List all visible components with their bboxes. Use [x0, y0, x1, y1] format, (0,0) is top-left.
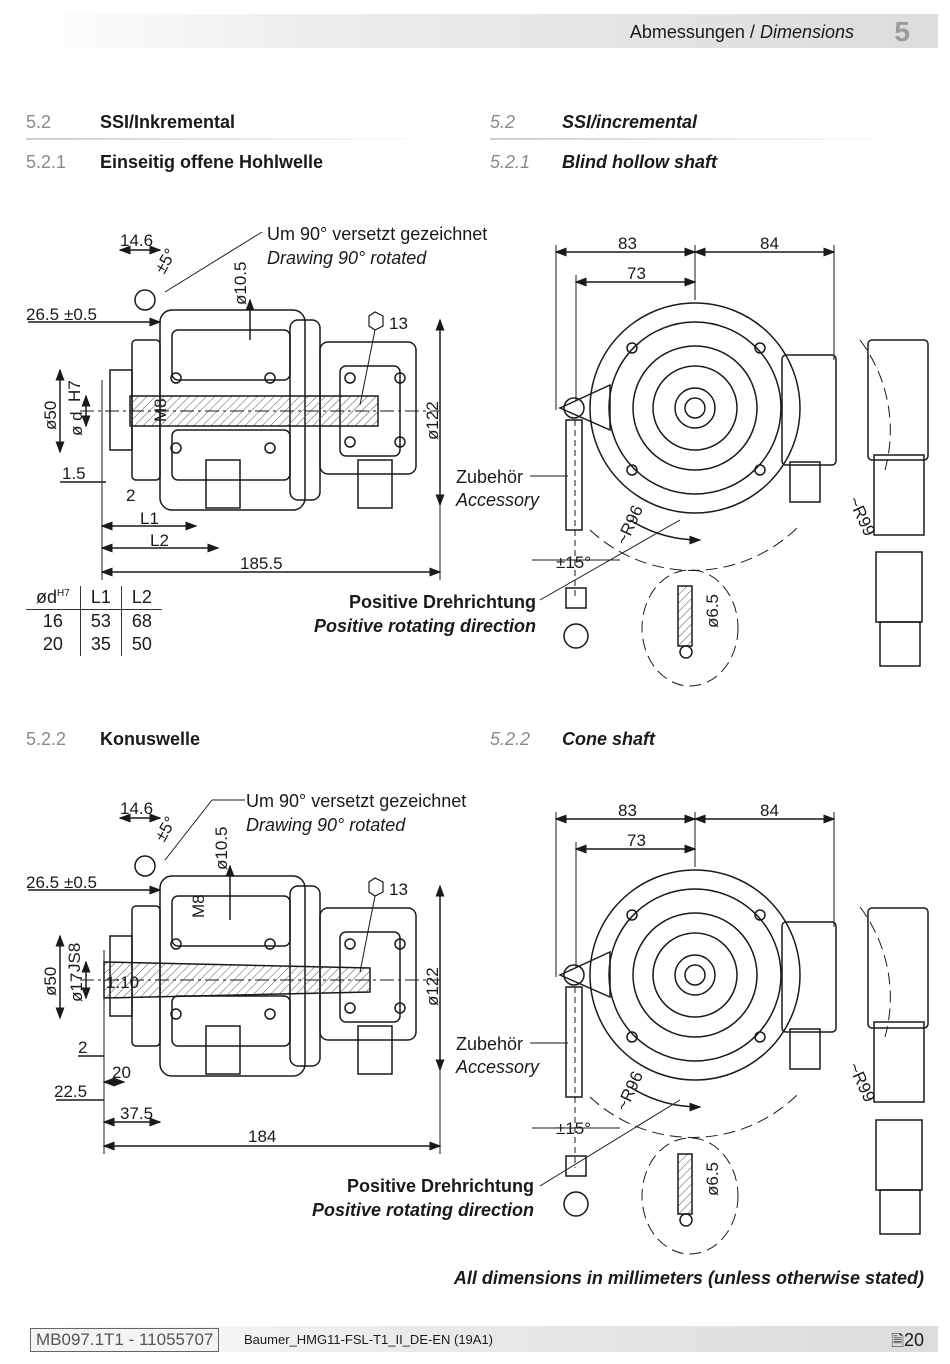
table-row: 16 53 68 [26, 609, 162, 633]
table-cell: 35 [79, 633, 122, 656]
subsection-number: 5.2.1 [490, 152, 531, 172]
dim-label: L1 [140, 509, 159, 528]
rotation-label-de: Positive Drehrichtung [347, 1176, 534, 1196]
accessory-label-de: Zubehör [456, 1034, 523, 1054]
drawing-note-en: Drawing 90° rotated [267, 248, 427, 268]
table-cell: 50 [120, 633, 162, 656]
dim-label: 185.5 [240, 554, 283, 573]
rotation-label-de: Positive Drehrichtung [349, 592, 536, 612]
dim-label: 26.5 [26, 873, 59, 892]
dim-label: 83 [618, 801, 637, 820]
dim-label: ø17 [67, 973, 86, 1002]
dim-tolerance: ±0.5 [64, 305, 97, 324]
drawing-note-de: Um 90° versetzt gezeichnet [267, 224, 487, 244]
dim-label: 14.6 [120, 231, 153, 250]
dim-label: ø122 [423, 401, 442, 440]
dim-label: 84 [760, 234, 779, 253]
page-header: Abmessungen / Dimensions 5 [20, 14, 938, 48]
subsection-number: 5.2.2 [490, 729, 531, 749]
accessory-label-en: Accessory [455, 1057, 540, 1077]
table-cell: 53 [79, 609, 122, 633]
dim-label: ø10.5 [231, 262, 250, 305]
dim-label: 83 [618, 234, 637, 253]
page-icon: 🗎 [891, 1333, 904, 1350]
section-title-de: SSI/Inkremental [100, 112, 236, 132]
subsection-number: 5.2.2 [26, 729, 67, 749]
dim-label: 1:10 [106, 973, 139, 992]
subsection-title-en: Cone shaft [562, 729, 656, 749]
dim-label: ø10.5 [212, 827, 231, 870]
dim-label: 14.6 [120, 799, 153, 818]
dim-label: ~R96 [612, 502, 647, 547]
subsection-title-de: Einseitig offene Hohlwelle [100, 152, 324, 172]
front-view-hollow-shaft [530, 245, 929, 687]
document-code: MB097.1T1 - 11055707 [30, 1328, 220, 1352]
subsection-number: 5.2.1 [26, 152, 67, 172]
dim-label: 2 [126, 486, 135, 505]
table-cell: 20 [42, 634, 63, 654]
table-header-cell: L1 [79, 586, 122, 610]
document-filename: Baumer_HMG11-FSL-T1_II_DE-EN (19A1) [244, 1332, 494, 1347]
rotation-label-en: Positive rotating direction [312, 1200, 534, 1220]
dim-label: 37.5 [120, 1104, 153, 1123]
table-header-cell: ødH7 [26, 586, 81, 610]
dim-label: M8 [151, 398, 170, 422]
divider [490, 138, 910, 140]
dimensions-note: All dimensions in millimeters (unless ot… [453, 1268, 924, 1288]
dim-label: 13 [389, 880, 408, 899]
dim-label: M8 [189, 894, 208, 918]
page-number: 🗎20 [891, 1330, 924, 1350]
table-header-cell: L2 [120, 586, 162, 610]
dim-label: 1.5 [62, 464, 86, 483]
dim-tolerance: ±0.5 [64, 873, 97, 892]
drawing-note-en: Drawing 90° rotated [246, 815, 406, 835]
dim-label: ~R96 [612, 1068, 647, 1113]
dim-label: 22.5 [54, 1082, 87, 1101]
dimension-table: ødH7 L1 L2 16 53 68 20 35 50 [26, 586, 162, 656]
chapter-number: 5 [894, 16, 910, 47]
side-view-cone-shaft [28, 799, 445, 1154]
section-title-en: SSI/incremental [562, 112, 698, 132]
subsection-title-de: Konuswelle [100, 729, 201, 749]
drawing-note-de: Um 90° versetzt gezeichnet [246, 791, 466, 811]
dim-label: ø50 [41, 401, 60, 430]
table-cell: 16 [42, 611, 63, 631]
dim-label: 73 [627, 264, 646, 283]
table-row: 20 35 50 [26, 633, 162, 656]
dim-label: 73 [627, 831, 646, 850]
accessory-label-de: Zubehör [456, 467, 523, 487]
side-view-hollow-shaft [28, 231, 445, 580]
dim-label: 2 [78, 1038, 87, 1057]
accessory-label-en: Accessory [455, 490, 540, 510]
divider [26, 138, 438, 140]
dim-label: ø6.5 [703, 594, 722, 628]
subsection-title-en: Blind hollow shaft [562, 152, 717, 172]
table-header-row: ødH7 L1 L2 [26, 586, 162, 610]
header-title: Abmessungen / Dimensions [629, 22, 854, 42]
dim-label: 184 [248, 1127, 276, 1146]
front-view-cone-shaft [530, 812, 929, 1255]
rotation-label-en: Positive rotating direction [314, 616, 536, 636]
dim-tolerance: JS8 [65, 943, 84, 972]
table-cell: 68 [120, 609, 162, 633]
dim-label: L2 [150, 531, 169, 550]
dim-label: ø d [67, 411, 86, 436]
dim-label: ø50 [41, 967, 60, 996]
dim-tolerance: H7 [65, 380, 84, 402]
dim-label: ø6.5 [703, 1162, 722, 1196]
dim-label: 20 [112, 1063, 131, 1082]
dim-label: 13 [389, 314, 408, 333]
dim-label: 84 [760, 801, 779, 820]
section-number: 5.2 [26, 112, 52, 132]
dim-label: ±15° [556, 1119, 591, 1138]
dim-label: ±15° [556, 553, 591, 572]
section-number: 5.2 [490, 112, 516, 132]
dim-label: 26.5 [26, 305, 59, 324]
dim-label: ø122 [423, 967, 442, 1006]
